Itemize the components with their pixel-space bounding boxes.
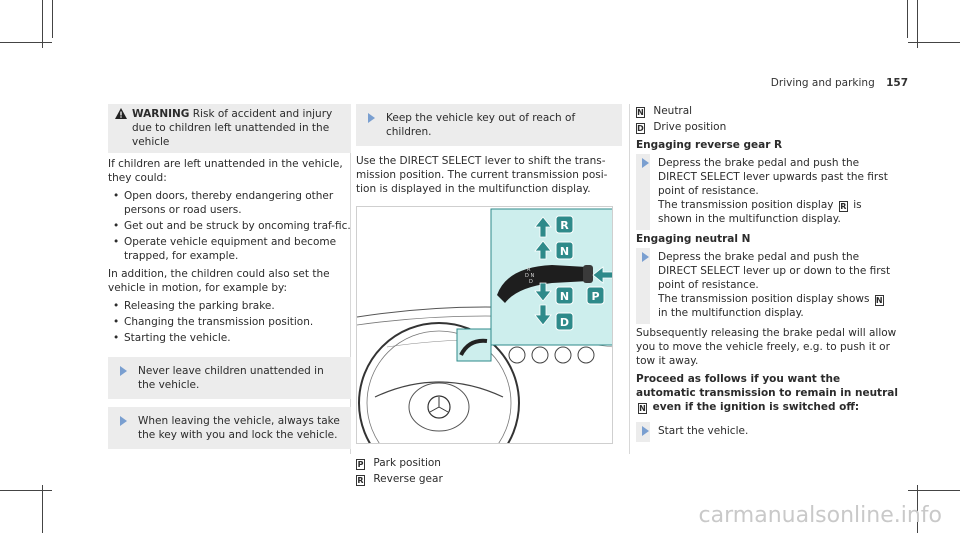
action-arrow-icon [642, 426, 649, 436]
crop-mark [0, 490, 52, 491]
reverse-symbol-icon: R [356, 475, 365, 486]
crop-mark [908, 42, 960, 43]
paragraph: In addition, the children could also set… [108, 268, 330, 294]
paragraph: Use the DIRECT SELECT lever to shift the… [356, 155, 608, 195]
action-text: Depress the brake pedal and push the DIR… [658, 251, 891, 291]
gear-label-p: P [586, 286, 605, 305]
action-text: Start the vehicle. [658, 425, 749, 437]
dashboard-illustration: R D N D R N [357, 208, 612, 443]
legend-item: N Neutral [636, 104, 898, 118]
legend-item: D Drive position [636, 120, 898, 134]
column-middle: Keep the vehicle key out of reach of chi… [356, 104, 622, 488]
action-text: Keep the vehicle key out of reach of chi… [386, 112, 576, 138]
watermark: carmanualsonline.info [698, 503, 942, 528]
crop-mark [907, 0, 908, 38]
result-text: The transmission position display shows … [658, 293, 884, 319]
svg-text:R: R [560, 219, 569, 232]
bullet-list: Releasing the parking brake. Changing th… [108, 299, 351, 345]
legend-text: Park position [373, 457, 441, 469]
reverse-symbol-icon: R [838, 201, 848, 212]
legend-item: R Reverse gear [356, 472, 622, 486]
svg-text:N: N [560, 290, 569, 303]
list-item: Releasing the parking brake. [108, 299, 351, 313]
legend-text: Neutral [653, 105, 693, 117]
action-arrow-icon [368, 113, 375, 123]
legend-item: P Park position [356, 456, 622, 470]
section-heading: Engaging neutral N [636, 233, 751, 245]
action-step: Start the vehicle. [636, 422, 898, 442]
svg-text:N: N [560, 245, 569, 258]
crop-mark [0, 42, 52, 43]
column-left: WARNING Risk of accident and injury due … [108, 104, 351, 457]
crop-mark [908, 490, 960, 491]
gear-label-n-up: N [555, 241, 574, 260]
warning-text: Risk of accident and injury due to child… [132, 108, 333, 148]
bullet-list: Open doors, thereby endangering other pe… [108, 189, 351, 263]
lever-text: D N [525, 273, 534, 279]
paragraph: If children are left unattended in the v… [108, 158, 343, 184]
list-item: Get out and be struck by oncoming traf-f… [108, 219, 351, 233]
warning-box: WARNING Risk of accident and injury due … [108, 104, 351, 153]
crop-mark [42, 485, 43, 533]
crop-mark [42, 0, 43, 48]
list-item: Changing the transmission position. [108, 315, 351, 329]
arrow-down-icon [534, 282, 552, 326]
column-divider [629, 104, 630, 454]
result-text: The transmission position display R is s… [658, 199, 862, 225]
column-right: N Neutral D Drive position Engaging reve… [636, 104, 898, 444]
park-symbol-icon: P [356, 459, 365, 470]
crop-mark [917, 0, 918, 48]
crop-mark [52, 0, 53, 38]
svg-text:D: D [560, 316, 569, 329]
list-item: Open doors, thereby endangering other pe… [108, 189, 351, 217]
neutral-symbol-icon: N [636, 107, 645, 118]
action-step: When leaving the vehicle, always take th… [108, 407, 351, 449]
action-step: Keep the vehicle key out of reach of chi… [356, 104, 622, 146]
legend-text: Drive position [653, 121, 727, 133]
section-heading: Engaging reverse gear R [636, 139, 783, 151]
warning-label: WARNING [132, 108, 190, 120]
action-arrow-icon [642, 252, 649, 262]
arrow-up-icon [534, 216, 552, 260]
gear-label-d: D [555, 312, 574, 331]
list-item: Operate vehicle equipment and become tra… [108, 235, 351, 263]
action-text: Depress the brake pedal and push the DIR… [658, 157, 888, 197]
action-step: Depress the brake pedal and push the DIR… [636, 248, 898, 324]
lever-text: R [527, 267, 531, 273]
lever-text: D [529, 279, 533, 285]
action-arrow-icon [120, 366, 127, 376]
column-divider [350, 104, 351, 454]
list-item: Starting the vehicle. [108, 331, 351, 345]
drive-symbol-icon: D [636, 123, 645, 134]
gear-label-r: R [555, 215, 574, 234]
page-number: 157 [886, 77, 908, 89]
crop-mark [917, 485, 918, 533]
action-arrow-icon [642, 158, 649, 168]
action-step: Never leave children unattended in the v… [108, 357, 351, 399]
legend-text: Reverse gear [373, 473, 443, 485]
section-heading: Proceed as follows if you want the autom… [636, 373, 898, 414]
direct-select-figure: R D N D R N [356, 206, 613, 444]
warning-triangle-icon [115, 108, 127, 119]
arrow-left-icon [592, 266, 612, 284]
neutral-symbol-icon: N [638, 403, 647, 414]
action-text: When leaving the vehicle, always take th… [138, 415, 340, 441]
gear-label-n-down: N [555, 286, 574, 305]
section-title: Driving and parking [770, 77, 875, 89]
action-step: Depress the brake pedal and push the DIR… [636, 154, 898, 230]
svg-text:P: P [591, 290, 599, 303]
action-text: Never leave children unattended in the v… [138, 365, 324, 391]
paragraph: Subsequently releasing the brake pedal w… [636, 327, 897, 367]
action-arrow-icon [120, 416, 127, 426]
page-header: Driving and parking 157 [771, 76, 908, 90]
neutral-symbol-icon: N [874, 295, 884, 306]
